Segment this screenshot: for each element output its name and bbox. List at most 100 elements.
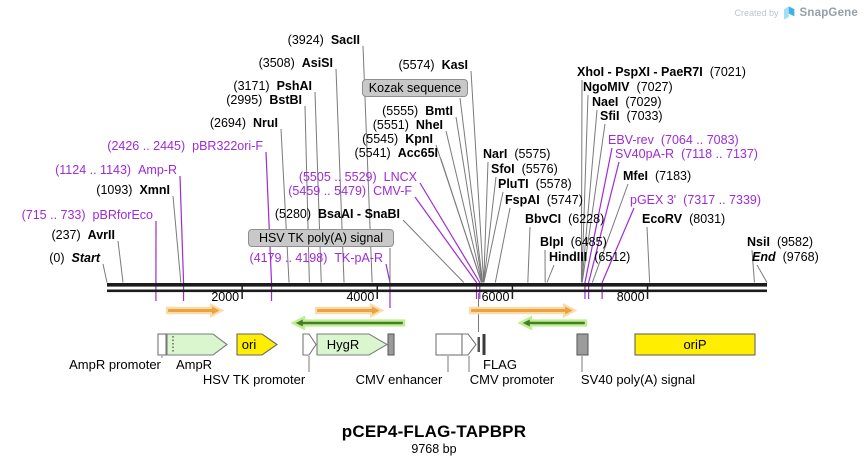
site-label-kpni[interactable]: (5545)KpnI	[362, 133, 433, 146]
primer-line-cmv-f	[414, 196, 478, 283]
primer-label-pbr322ori-f[interactable]: (2426 .. 2445)pBR322ori-F	[107, 140, 263, 153]
site-label-xmni[interactable]: (1093)XmnI	[96, 184, 170, 197]
site-position: (7183)	[655, 169, 692, 183]
primer-label-amp-r[interactable]: (1124 .. 1143)Amp-R	[55, 164, 177, 177]
leader-line-xmni	[172, 195, 182, 283]
feature-hsv-tk-promoter[interactable]	[302, 333, 317, 356]
site-label-pluti[interactable]: PluTI(5578)	[498, 178, 572, 191]
reverse-orf-arrow-1[interactable]	[290, 315, 406, 331]
feature-label-cmv-enhancer[interactable]: CMV enhancer	[355, 372, 443, 387]
reverse-orf-arrow-2[interactable]	[517, 315, 588, 331]
site-label-fspai[interactable]: FspAI(5747)	[505, 194, 583, 207]
feature-ampr[interactable]	[166, 333, 228, 356]
primer-label-cmv-f[interactable]: (5459 .. 5479)CMV-F	[288, 185, 412, 198]
feature-label-ampr[interactable]: AmpR	[175, 357, 213, 372]
site-name: AvrII	[87, 228, 115, 242]
snapgene-logo-icon	[783, 6, 794, 20]
site-label-pshai[interactable]: (3171)PshAI	[233, 80, 312, 93]
site-name: BstBI	[269, 93, 302, 107]
site-label-bsaai-snabi[interactable]: (5280)BsaAI - SnaBI	[275, 208, 400, 221]
primer-line-ebv-rev	[584, 147, 613, 283]
site-label-nsii[interactable]: NsiI(9582)	[747, 236, 813, 249]
site-name: BbvCI	[525, 212, 562, 226]
site-label-acc65i[interactable]: (5541)Acc65I	[355, 147, 438, 160]
site-name: BsaAI - SnaBI	[318, 207, 400, 221]
site-position: (3924)	[287, 33, 324, 47]
forward-orf-arrow-2[interactable]	[314, 302, 385, 319]
site-name: XmnI	[139, 183, 170, 197]
feature-label-cmv-promoter[interactable]: CMV promoter	[469, 372, 555, 387]
leader-line-kasi	[470, 70, 485, 283]
primer-label-sv40pa-r[interactable]: SV40pA-R(7118 .. 7137)	[615, 148, 758, 161]
primer-line-amp-r	[179, 175, 185, 283]
site-label-ecorv[interactable]: EcoRV(8031)	[642, 213, 725, 226]
leader-line-ecorv	[646, 226, 651, 283]
site-label-start[interactable]: (0)Start	[49, 252, 100, 265]
feature-ampr-promoter[interactable]	[157, 333, 167, 356]
leader-line-bmti	[455, 116, 483, 283]
site-label-nrui[interactable]: (2694)NruI	[210, 117, 278, 130]
site-label-naei[interactable]: NaeI(7029)	[592, 96, 662, 109]
feature-label-hsv-tk-promoter[interactable]: HSV TK promoter	[202, 372, 306, 387]
primer-label-lncx[interactable]: (5505 .. 5529)LNCX	[299, 171, 417, 184]
feature-label-orip[interactable]: oriP	[683, 337, 707, 352]
leader-line-naei	[581, 109, 598, 283]
site-label-end[interactable]: End(9768)	[752, 251, 819, 264]
leader-line-avrii	[117, 240, 124, 283]
site-label-bbvci[interactable]: BbvCI(6228)	[525, 213, 604, 226]
site-label-bstbi[interactable]: (2995)BstBI	[226, 94, 302, 107]
feature-sv40-poly-a-signal[interactable]	[576, 333, 589, 356]
feature-label-sv40-poly-a-signal[interactable]: SV40 poly(A) signal	[580, 372, 696, 387]
site-label-sfii[interactable]: SfiI(7033)	[600, 110, 663, 123]
site-name: End	[752, 250, 776, 264]
feature-flag[interactable]	[482, 334, 486, 355]
feature-orip[interactable]	[634, 333, 756, 356]
site-label-hindiii[interactable]: HindIII(6512)	[549, 251, 630, 264]
feature-label-ampr-promoter[interactable]: AmpR promoter	[69, 357, 161, 372]
site-label-xhoi-pspxi-paer7i[interactable]: XhoI - PspXI - PaeR7I(7021)	[577, 66, 746, 79]
site-label-nhei[interactable]: (5551)NheI	[373, 119, 443, 132]
site-position: (5545)	[362, 132, 399, 146]
primer-name: pBRforEco	[92, 208, 153, 222]
feature-label-flag[interactable]: FLAG	[483, 357, 517, 372]
primer-label-pgex-3[interactable]: pGEX 3'(7317 .. 7339)	[630, 194, 761, 207]
site-label-sacii[interactable]: (3924)SacII	[288, 34, 360, 47]
site-label-kasi[interactable]: (5574)KasI	[398, 59, 468, 72]
forward-orf-arrow-1[interactable]	[165, 302, 225, 319]
site-name: MfeI	[623, 169, 648, 183]
feature-ori[interactable]	[236, 333, 278, 356]
feature-hygr[interactable]	[316, 333, 389, 356]
site-label-avrii[interactable]: (237) AvrII	[51, 229, 115, 242]
site-name: Acc65I	[397, 146, 438, 160]
primer-label-tk-pa-r[interactable]: (4179 .. 4198)TK-pA-R	[250, 252, 383, 265]
primer-position: (5459 .. 5479)	[288, 184, 367, 198]
feature-cmv-promoter[interactable]	[461, 333, 477, 356]
site-position: (3171)	[233, 79, 270, 93]
feature-cmv-promoter-bar[interactable]	[477, 337, 481, 352]
forward-orf-arrow-3[interactable]	[468, 302, 578, 319]
site-position: (237)	[51, 228, 81, 242]
primer-label-pbrforeco[interactable]: (715 .. 733)pBRforEco	[22, 209, 153, 222]
site-label-ngomiv[interactable]: NgoMIV(7027)	[583, 81, 673, 94]
site-name: KasI	[441, 58, 468, 72]
leader-line-start	[102, 263, 108, 283]
feature-hsv-tk-poly-a-signal-box[interactable]	[387, 333, 395, 356]
feature-cmv-enhancer[interactable]	[435, 333, 463, 356]
site-name: SfiI	[600, 109, 620, 123]
site-label-blpi[interactable]: BlpI(6485)	[540, 236, 607, 249]
feature-tag-kozak-sequence[interactable]: Kozak sequence	[362, 79, 468, 97]
primer-label-ebv-rev[interactable]: EBV-rev(7064 .. 7083)	[608, 134, 739, 147]
site-label-bmti[interactable]: (5555)BmtI	[382, 105, 453, 118]
site-label-mfei[interactable]: MfeI (7183)	[623, 170, 691, 183]
site-name: NarI	[483, 147, 508, 161]
site-name: XhoI - PspXI - PaeR7I	[577, 65, 703, 79]
feature-label-hygr[interactable]: HygR	[326, 337, 360, 352]
site-label-nari[interactable]: NarI(5575)	[483, 148, 550, 161]
primer-name: pBR322ori-F	[192, 139, 263, 153]
feature-tag-hsv-tk-poly-a-signal[interactable]: HSV TK poly(A) signal	[248, 229, 394, 247]
ruler-line-top	[107, 283, 767, 287]
leader-line-hindiii	[546, 264, 555, 283]
feature-label-ori[interactable]: ori	[241, 337, 257, 352]
site-label-asisi[interactable]: (3508)AsiSI	[259, 57, 333, 70]
site-label-sfoi[interactable]: SfoI(5576)	[491, 163, 558, 176]
